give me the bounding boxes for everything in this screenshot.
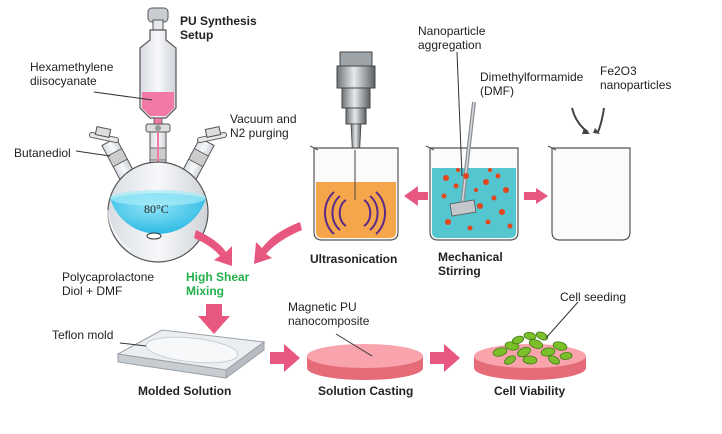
pu-synthesis-flask <box>89 7 227 263</box>
teflon-pointer-line <box>119 342 147 347</box>
cell-seeding-label: Cell seeding <box>560 290 627 304</box>
teflon-mold <box>116 329 266 379</box>
casting-pointer-line <box>335 333 373 357</box>
cell-viability-label: Cell Viability <box>494 384 566 398</box>
casting-disk <box>307 344 423 380</box>
teflon-mold-label: Teflon mold <box>52 328 114 342</box>
empty-beaker <box>547 107 631 241</box>
stirring-beaker <box>425 101 519 241</box>
flask-pointer-lines <box>75 91 153 157</box>
ultrasonication-label: Ultrasonication <box>310 252 398 266</box>
cell-seeding-pointer-line <box>545 301 579 339</box>
temperature-label: 80°C <box>144 202 169 216</box>
ultrasonication-beaker <box>309 51 399 241</box>
solution-casting-label: Solution Casting <box>318 384 414 398</box>
dmf-label: Dimethylformamide(DMF) <box>480 70 584 98</box>
viability-disk <box>474 331 586 380</box>
molded-solution-label: Molded Solution <box>138 384 232 398</box>
process-arrows <box>194 186 548 372</box>
aggregation-pointer-line <box>456 51 463 177</box>
butanediol-label: Butanediol <box>14 146 71 160</box>
